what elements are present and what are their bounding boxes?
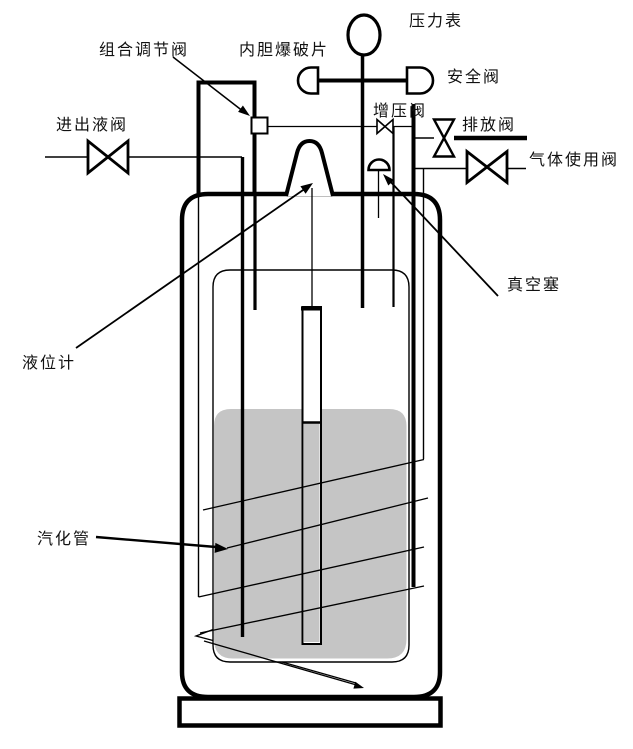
label-liquid-level-gauge: 液位计 <box>22 353 77 372</box>
level-gauge-tube <box>301 306 322 645</box>
inlet-outlet-line <box>45 156 245 637</box>
tank-base <box>177 696 443 728</box>
vent-valve-symbol <box>431 118 457 158</box>
label-inner-burst-disc: 内胆爆破片 <box>239 40 330 59</box>
leader-level-gauge <box>75 183 313 349</box>
label-pressure-building-valve: 增压阀 <box>373 101 428 120</box>
pressure-gauge-symbol <box>346 13 382 308</box>
gas-use-line <box>415 167 526 459</box>
leader-vaporizer-tube <box>95 535 228 553</box>
safety-valve-symbol <box>405 66 435 95</box>
lid-bell <box>284 138 335 308</box>
leader-combination-regulating-valve <box>172 56 250 116</box>
label-pressure-gauge: 压力表 <box>409 11 464 30</box>
inlet-outlet-valve-symbol <box>86 138 130 176</box>
label-vaporizer-tube: 汽化管 <box>37 529 92 548</box>
vaporizer-coil <box>193 458 429 689</box>
label-vent-valve: 排放阀 <box>462 115 517 134</box>
gas-use-valve-symbol <box>465 148 509 186</box>
burst-disc-symbol <box>296 66 320 95</box>
combination-regulating-valve-symbol <box>250 116 269 135</box>
regulator-line <box>267 104 416 587</box>
pressure-building-valve-symbol <box>376 117 394 136</box>
tank-inner-vessel <box>212 269 410 663</box>
label-gas-use-valve: 气体使用阀 <box>529 150 620 169</box>
label-combination-regulating-valve: 组合调节阀 <box>99 40 190 59</box>
label-liquid-inlet-outlet-valve: 进出液阀 <box>56 115 129 134</box>
leader-vacuum-plug <box>383 174 499 297</box>
label-vacuum-plug: 真空塞 <box>507 275 562 294</box>
label-safety-valve: 安全阀 <box>447 67 502 86</box>
vacuum-plug-symbol <box>367 158 391 218</box>
